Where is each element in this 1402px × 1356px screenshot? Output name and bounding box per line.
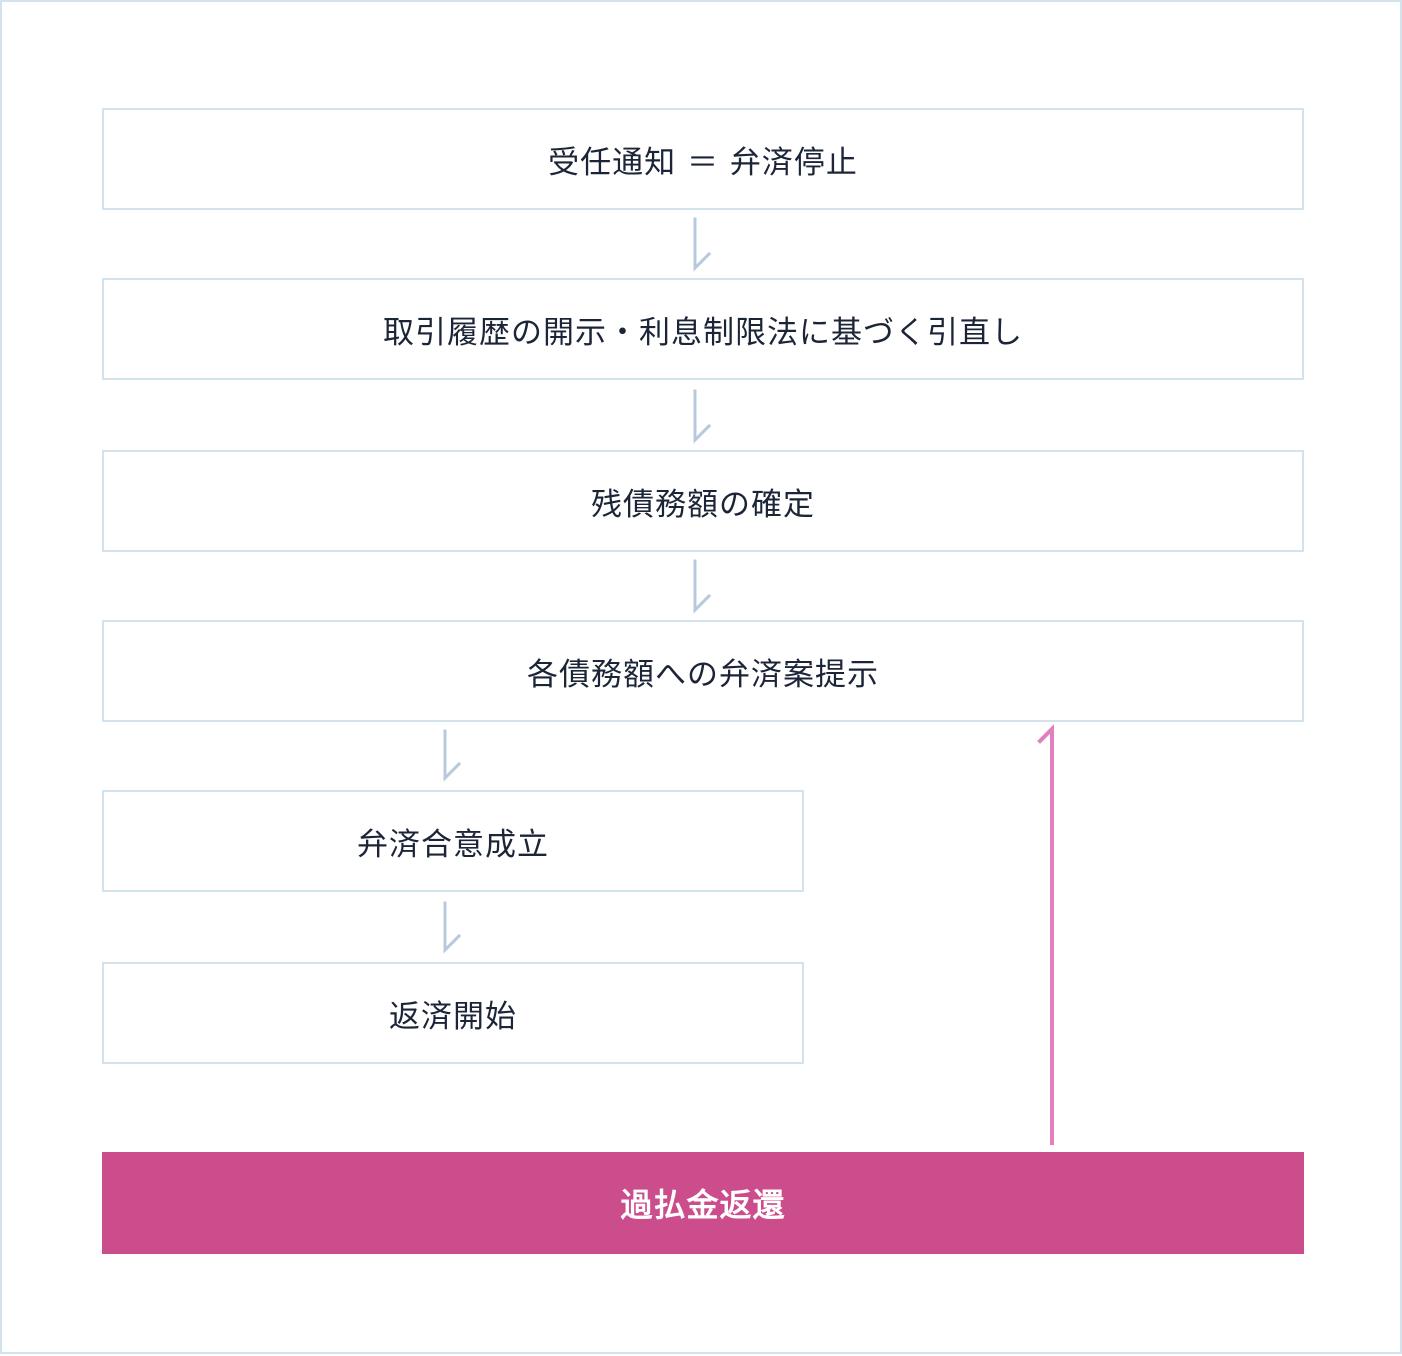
- arrow-down-icon: [693, 559, 712, 614]
- arrow-down-icon: [693, 217, 712, 272]
- step-label: 取引履歴の開示・利息制限法に基づく引直し: [383, 314, 1023, 351]
- step-transaction-history: 取引履歴の開示・利息制限法に基づく引直し: [102, 278, 1304, 380]
- step-agreement: 弁済合意成立: [102, 790, 804, 892]
- arrow-down-icon: [693, 389, 712, 444]
- step-overpayment-refund: 過払金返還: [102, 1152, 1304, 1254]
- step-repayment-start: 返済開始: [102, 962, 804, 1064]
- arrow-up-icon: [1037, 724, 1054, 1145]
- step-label: 各債務額への弁済案提示: [527, 656, 879, 693]
- step-notice-of-appointment: 受任通知 ＝ 弁済停止: [102, 108, 1304, 210]
- arrow-down-icon: [443, 729, 462, 782]
- step-label: 返済開始: [389, 998, 517, 1035]
- step-label: 残債務額の確定: [591, 486, 815, 523]
- arrow-down-icon: [443, 901, 462, 954]
- refund-label: 過払金返還: [620, 1186, 786, 1224]
- step-label: 受任通知 ＝ 弁済停止: [548, 144, 858, 181]
- step-remaining-debt: 残債務額の確定: [102, 450, 1304, 552]
- step-repayment-proposal: 各債務額への弁済案提示: [102, 620, 1304, 722]
- step-label: 弁済合意成立: [357, 826, 549, 863]
